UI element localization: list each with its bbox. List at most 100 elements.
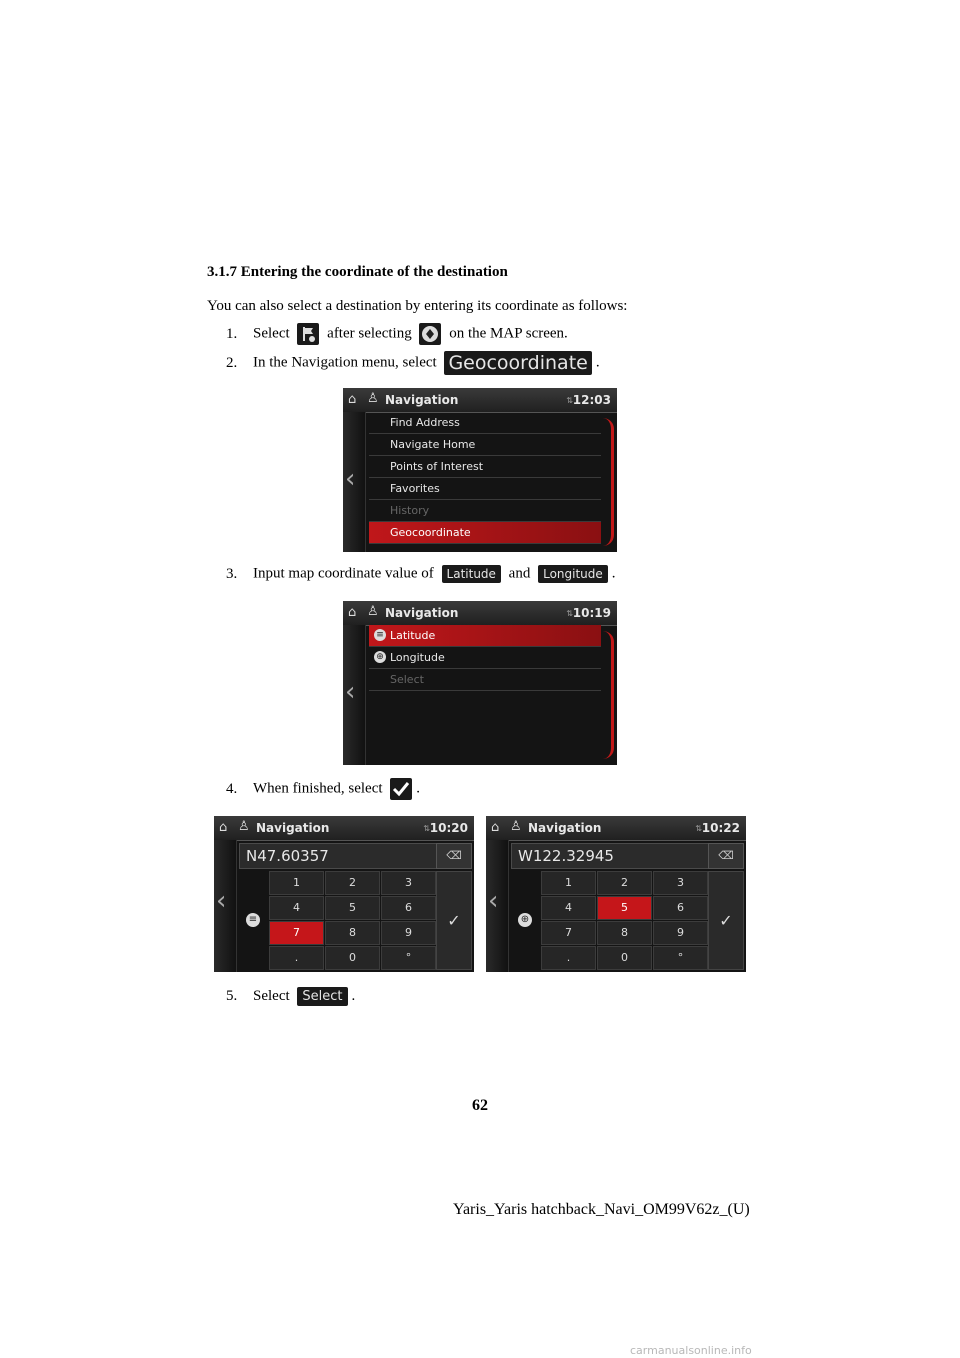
home-icon: ⌂ [348, 392, 357, 407]
checkmark-icon [390, 778, 413, 800]
key: 1 [541, 871, 596, 895]
key: . [541, 946, 596, 970]
backspace-icon: ⌫ [708, 843, 744, 869]
coordinate-value-field: W122.32945 [511, 843, 709, 869]
navigation-icon: ♙ [510, 819, 522, 834]
step-punct: . [611, 565, 616, 582]
navigation-direction-icon [419, 323, 442, 345]
key: 4 [269, 896, 324, 920]
key: 9 [381, 921, 436, 945]
key: 6 [381, 896, 436, 920]
step-number: 2. [226, 354, 238, 371]
menu-label: Longitude [390, 651, 445, 664]
screen-time: 10:20 [429, 821, 468, 835]
screen-title: Navigation [528, 821, 602, 835]
screen-time: 12:03 [572, 393, 611, 407]
key-active: 7 [269, 921, 324, 945]
key: 2 [325, 871, 380, 895]
step-1: 1.Select after selecting on the MAP scre… [226, 323, 568, 345]
latitude-keypad-screenshot: ⌂ ♙ Navigation ⇅ 10:20 ‹ N47.60357 ⌫ ≡ 1… [214, 816, 474, 972]
key: . [269, 946, 324, 970]
step-number: 4. [226, 780, 238, 797]
navigation-icon: ♙ [367, 604, 379, 619]
step-text: and [508, 565, 531, 582]
back-chevron-icon: ‹ [345, 464, 356, 494]
step-punct: . [595, 354, 600, 371]
latitude-button-image: Latitude [441, 565, 501, 583]
longitude-keypad-screenshot: ⌂ ♙ Navigation ⇅ 10:22 ‹ W122.32945 ⌫ ⊕ … [486, 816, 746, 972]
screen-title: Navigation [385, 393, 459, 407]
signal-icon: ⇅ [695, 824, 702, 833]
menu-label: Latitude [390, 629, 436, 642]
home-icon: ⌂ [219, 820, 228, 835]
key: ° [381, 946, 436, 970]
step-punct: . [351, 988, 356, 1004]
step-number: 3. [226, 565, 238, 582]
checkmark-icon: ✓ [708, 871, 744, 970]
step-text: after selecting [327, 325, 412, 342]
menu-item-history: History [369, 500, 601, 522]
key: 2 [597, 871, 652, 895]
step-text: Select [253, 988, 290, 1004]
key: 3 [381, 871, 436, 895]
red-arc-decoration [603, 631, 614, 759]
back-chevron-icon: ‹ [488, 886, 499, 916]
section-title: 3.1.7 Entering the coordinate of the des… [207, 264, 508, 280]
step-number: 1. [226, 325, 238, 342]
screen-left-panel [343, 412, 366, 552]
step-punct: . [416, 780, 421, 797]
back-chevron-icon: ‹ [345, 677, 356, 707]
longitude-button-image: Longitude [538, 565, 608, 583]
key-active: 5 [597, 896, 652, 920]
screen-left-panel [486, 840, 509, 972]
key: 5 [325, 896, 380, 920]
screen-left-panel [214, 840, 237, 972]
step-4: 4.When finished, select . [226, 778, 420, 800]
key: ° [653, 946, 708, 970]
key: 1 [269, 871, 324, 895]
navigation-icon: ♙ [367, 391, 379, 406]
checkmark-icon: ✓ [436, 871, 472, 970]
back-chevron-icon: ‹ [216, 886, 227, 916]
signal-icon: ⇅ [566, 609, 573, 618]
menu-item-points-of-interest: Points of Interest [369, 456, 601, 478]
menu-item-favorites: Favorites [369, 478, 601, 500]
screen-time: 10:22 [701, 821, 740, 835]
key: 8 [597, 921, 652, 945]
menu-item-find-address: Find Address [369, 412, 601, 434]
geocoordinate-button-image: Geocoordinate [444, 351, 592, 375]
key: 9 [653, 921, 708, 945]
key: 4 [541, 896, 596, 920]
home-icon: ⌂ [491, 820, 500, 835]
select-button-image: Select [297, 987, 348, 1006]
step-5: 5.Select Select. [226, 987, 355, 1006]
red-arc-decoration [603, 418, 614, 546]
coordinate-value-field: N47.60357 [239, 843, 437, 869]
coordinate-input-screenshot: ⌂ ♙ Navigation ⇅ 10:19 ‹ ≡Latitude ⊕Long… [343, 601, 617, 765]
step-text: on the MAP screen. [449, 325, 568, 342]
menu-item-select: Select [369, 669, 601, 691]
screen-title-bar: ⌂ ♙ Navigation ⇅ 10:20 [214, 816, 474, 841]
menu-item-navigate-home: Navigate Home [369, 434, 601, 456]
latitude-icon: ≡ [246, 913, 260, 927]
step-text: In the Navigation menu, select [253, 354, 437, 371]
menu-item-geocoordinate: Geocoordinate [369, 522, 601, 544]
key: 6 [653, 896, 708, 920]
step-2: 2. In the Navigation menu, select Geocoor… [226, 351, 600, 375]
screen-title: Navigation [385, 606, 459, 620]
document-footer: Yaris_Yaris hatchback_Navi_OM99V62z_(U) [453, 1201, 750, 1218]
screen-title: Navigation [256, 821, 330, 835]
step-text: Input map coordinate value of [253, 565, 434, 582]
globe-icon: ⊕ [374, 651, 386, 663]
screen-title-bar: ⌂ ♙ Navigation ⇅ 10:22 [486, 816, 746, 841]
destination-flag-icon [297, 323, 320, 345]
backspace-icon: ⌫ [436, 843, 472, 869]
step-3: 3. Input map coordinate value of Latitude… [226, 565, 616, 583]
key: 3 [653, 871, 708, 895]
key: 0 [325, 946, 380, 970]
signal-icon: ⇅ [423, 824, 430, 833]
key: 7 [541, 921, 596, 945]
menu-item-latitude: ≡Latitude [369, 625, 601, 647]
screen-left-panel [343, 625, 366, 765]
menu-item-longitude: ⊕ Longitude [369, 647, 601, 669]
